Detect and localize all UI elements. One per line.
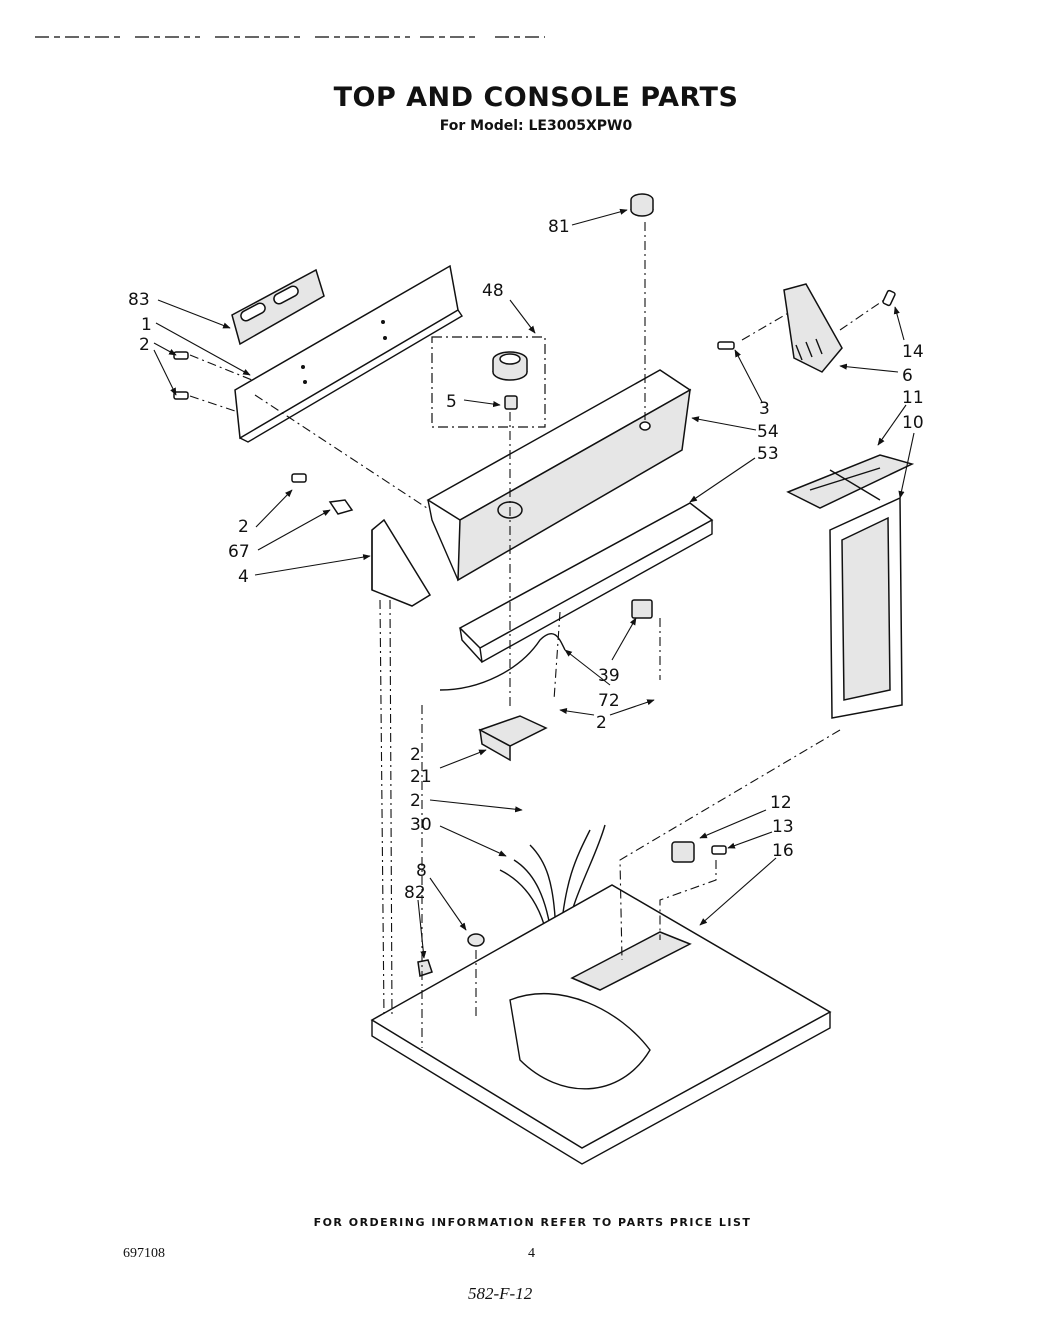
callout-72: 72 xyxy=(598,691,620,711)
callout-6: 6 xyxy=(902,366,913,386)
callout-81: 81 xyxy=(548,217,570,237)
part-21-timer xyxy=(478,715,548,762)
callout-1: 1 xyxy=(141,315,152,335)
part-3-screw xyxy=(717,341,735,350)
callout-13: 13 xyxy=(772,817,794,837)
part-2-67-fasteners xyxy=(291,473,354,515)
part-2-screws-rear xyxy=(173,351,189,400)
part-16-main-top xyxy=(370,884,832,1165)
callout-3: 3 xyxy=(759,399,770,419)
callout-2-side: 2 xyxy=(410,745,421,765)
part-54-console xyxy=(426,369,692,582)
callout-12: 12 xyxy=(770,793,792,813)
part-1-rear-panel xyxy=(234,264,463,443)
handwritten-code: 582-F-12 xyxy=(468,1284,533,1303)
part-82-foot xyxy=(417,959,433,977)
document-number: 697108 xyxy=(123,1246,165,1261)
callout-numbers: 81 48 83 1 2 5 14 6 3 54 53 11 10 2 67 4… xyxy=(128,217,924,903)
part-14-screw xyxy=(882,289,896,307)
assembly-dashed-lines xyxy=(189,222,885,1048)
callout-11: 11 xyxy=(902,388,924,408)
part-12-switch xyxy=(671,841,695,863)
part-11-lint-cover xyxy=(786,454,915,509)
ordering-note: FOR ORDERING INFORMATION REFER TO PARTS … xyxy=(313,1216,752,1229)
callout-4: 4 xyxy=(238,567,249,587)
page-title: TOP AND CONSOLE PARTS xyxy=(333,82,739,113)
callout-2-timer: 2 xyxy=(410,791,421,811)
part-83-panel-bracket xyxy=(231,268,325,346)
callout-21: 21 xyxy=(410,767,432,787)
part-13-screw xyxy=(711,845,727,855)
callout-82: 82 xyxy=(404,883,426,903)
part-48-knob-assembly xyxy=(431,336,546,428)
callout-83: 83 xyxy=(128,290,150,310)
part-4-console-end xyxy=(371,518,432,607)
callout-14: 14 xyxy=(902,342,924,362)
callout-53: 53 xyxy=(757,444,779,464)
callout-5: 5 xyxy=(446,392,457,412)
callout-54: 54 xyxy=(757,422,779,442)
callout-39: 39 xyxy=(598,666,620,686)
callout-10: 10 xyxy=(902,413,924,433)
part-8-bumper xyxy=(467,933,485,947)
part-81-knob xyxy=(630,193,654,217)
model-subtitle: For Model: LE3005XPW0 xyxy=(439,118,633,134)
callout-16: 16 xyxy=(772,841,794,861)
page-number: 4 xyxy=(528,1246,535,1261)
callout-48: 48 xyxy=(482,281,504,301)
part-53-console-bracket xyxy=(458,502,714,664)
part-6-end-bracket xyxy=(783,283,843,373)
callout-2-left: 2 xyxy=(238,517,249,537)
callout-2-lower: 2 xyxy=(596,713,607,733)
part-10-lint-screen xyxy=(829,496,903,719)
callout-30: 30 xyxy=(410,815,432,835)
part-39-switch xyxy=(631,599,653,619)
callout-67: 67 xyxy=(228,542,250,562)
part-72-wire xyxy=(439,633,566,691)
part-30-wire-harness xyxy=(499,824,606,941)
callout-leader-lines xyxy=(153,208,915,959)
callout-8: 8 xyxy=(416,861,427,881)
callout-2-rear: 2 xyxy=(139,335,150,355)
